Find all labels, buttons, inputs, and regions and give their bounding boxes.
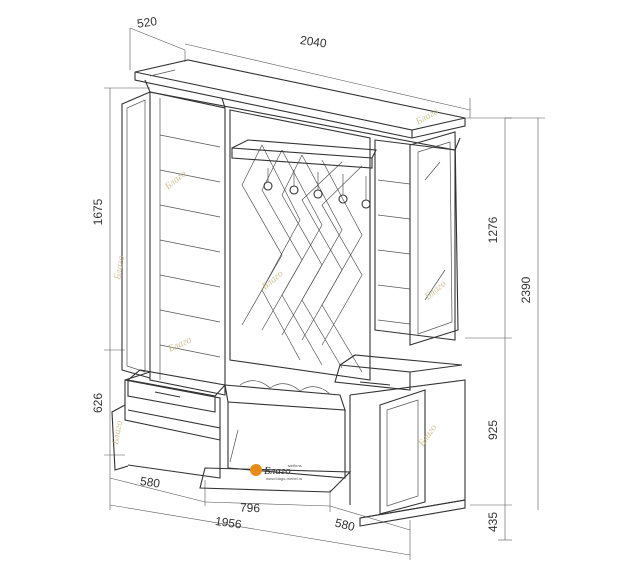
furniture-outline [111, 59, 466, 527]
right-shelves [377, 179, 411, 325]
watermarks: Благо Благо Благо Благо Благо Благо Благ… [110, 106, 449, 450]
left-lower-height-dimension: 626 [91, 393, 105, 413]
right-upper-height-dimension: 1276 [486, 216, 500, 243]
total-height-dimension: 2390 [519, 276, 533, 303]
top-width-dimension: 2040 [299, 33, 328, 51]
left-shelves [159, 98, 221, 380]
left-bottom-width-dimension: 580 [139, 474, 161, 491]
logo-name: Благо [263, 465, 291, 477]
depth-dimension: 520 [136, 14, 158, 31]
watermark-7: Благо [112, 255, 127, 282]
watermark-1: Благо [162, 168, 188, 193]
logo-tagline: мебель [288, 463, 302, 468]
left-upper-height-dimension: 1675 [91, 198, 105, 225]
watermark-6: Благо [416, 423, 440, 450]
watermark-5: Благо [422, 278, 448, 303]
brand-logo: Благо мебель www.blago-mebel.ru [250, 463, 302, 481]
dimension-labels: 520 2040 1675 626 1276 2390 925 435 580 … [91, 14, 533, 534]
watermark-2: Благо [166, 334, 194, 355]
right-bottom-width-dimension: 580 [334, 516, 357, 535]
watermark-8: Благо [110, 420, 125, 447]
plinth-height-dimension: 435 [486, 512, 500, 532]
logo-sun-icon [250, 464, 262, 476]
coat-hooks [263, 168, 371, 209]
logo-url: www.blago-mebel.ru [266, 476, 302, 481]
total-width-dimension: 1956 [214, 514, 243, 532]
middle-width-dimension: 796 [240, 500, 261, 515]
tufted-panel-pattern [241, 144, 363, 373]
right-lower-height-dimension: 925 [486, 420, 500, 440]
dimension-lines [104, 27, 545, 560]
